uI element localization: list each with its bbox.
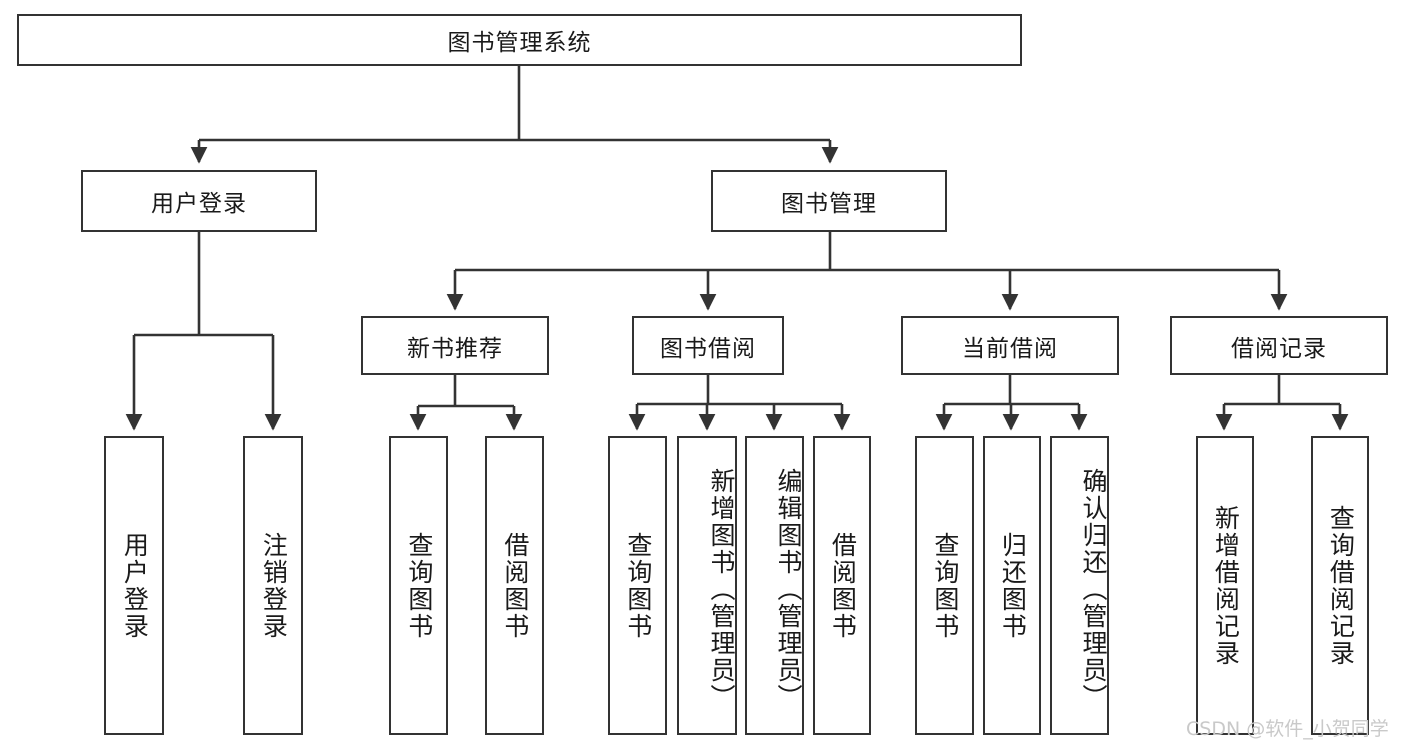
leaf-borrow-add-book-admin[interactable]: 新增图书（管理员）	[677, 436, 737, 735]
leaf-current-query-book[interactable]: 查询图书	[915, 436, 974, 735]
node-current-borrow[interactable]: 当前借阅	[901, 316, 1119, 375]
leaf-current-confirm-return-admin[interactable]: 确认归还（管理员）	[1050, 436, 1109, 735]
node-user-login[interactable]: 用户登录	[81, 170, 317, 232]
leaf-recommend-borrow-book[interactable]: 借阅图书	[485, 436, 544, 735]
leaf-borrow-query-book[interactable]: 查询图书	[608, 436, 667, 735]
leaf-record-query-record[interactable]: 查询借阅记录	[1311, 436, 1369, 735]
node-root-system[interactable]: 图书管理系统	[17, 14, 1022, 66]
leaf-borrow-borrow-book[interactable]: 借阅图书	[813, 436, 871, 735]
watermark-credit: CSDN @软件_小贺同学	[1186, 718, 1389, 740]
leaf-user-login-logout[interactable]: 注销登录	[243, 436, 303, 735]
node-book-borrow[interactable]: 图书借阅	[632, 316, 784, 375]
leaf-current-return-book[interactable]: 归还图书	[983, 436, 1041, 735]
leaf-user-login-login[interactable]: 用户登录	[104, 436, 164, 735]
leaf-borrow-edit-book-admin[interactable]: 编辑图书（管理员）	[745, 436, 804, 735]
leaf-record-add-record[interactable]: 新增借阅记录	[1196, 436, 1254, 735]
node-borrow-record[interactable]: 借阅记录	[1170, 316, 1388, 375]
node-new-book-recommend[interactable]: 新书推荐	[361, 316, 549, 375]
node-book-management[interactable]: 图书管理	[711, 170, 947, 232]
leaf-recommend-query-book[interactable]: 查询图书	[389, 436, 448, 735]
